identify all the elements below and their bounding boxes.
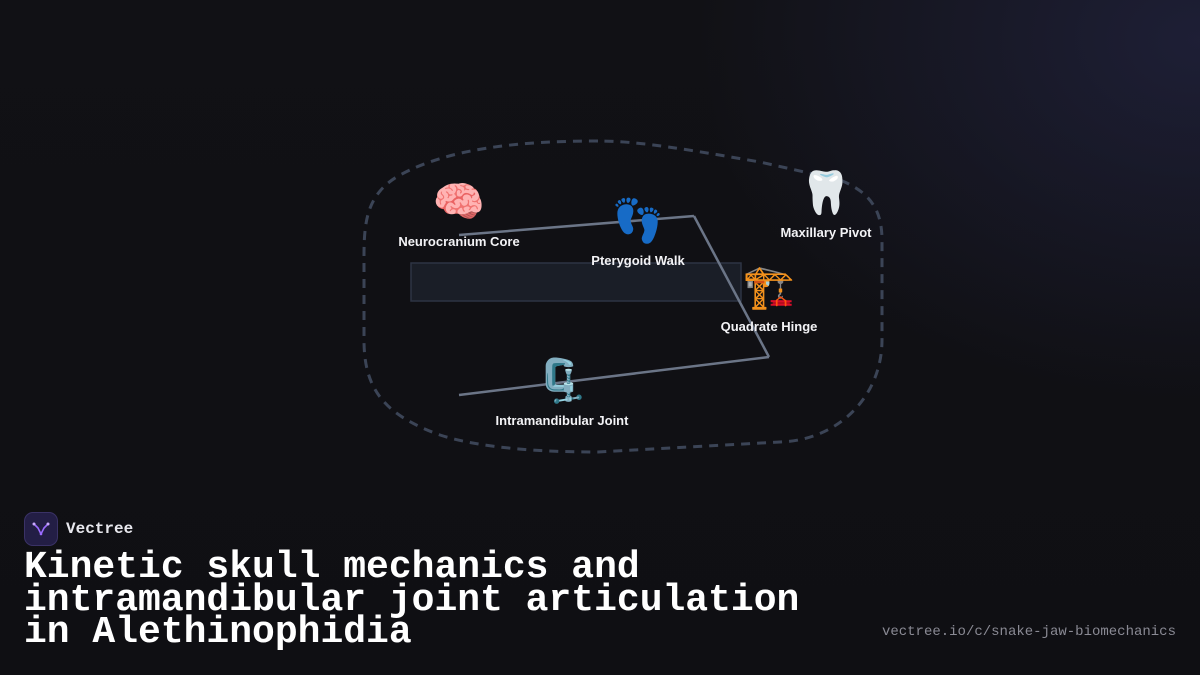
footprints-icon: 👣 bbox=[611, 196, 665, 245]
node-neurocranium-core[interactable]: 🧠 Neurocranium Core bbox=[398, 177, 520, 250]
node-intramandibular-joint[interactable]: 🗜️ Intramandibular Joint bbox=[495, 356, 629, 429]
tooth-icon: 🦷 bbox=[799, 168, 853, 217]
node-label: Intramandibular Joint bbox=[495, 413, 629, 428]
source-url[interactable]: vectree.io/c/snake-jaw-biomechanics bbox=[881, 624, 1176, 640]
background-panel bbox=[410, 262, 742, 302]
crane-icon: 🏗️ bbox=[742, 262, 796, 311]
node-pterygoid-walk[interactable]: 👣 Pterygoid Walk bbox=[591, 196, 685, 269]
clamp-icon: 🗜️ bbox=[535, 356, 589, 405]
node-maxillary-pivot[interactable]: 🦷 Maxillary Pivot bbox=[780, 168, 872, 241]
edge-neurocranium-pterygoid bbox=[458, 214, 695, 237]
node-label: Pterygoid Walk bbox=[591, 253, 685, 268]
node-quadrate-hinge[interactable]: 🏗️ Quadrate Hinge bbox=[720, 262, 818, 335]
page-title: Kinetic skull mechanics and intramandibu… bbox=[24, 546, 800, 654]
edge-pterygoid-quadrate bbox=[692, 215, 771, 358]
node-label: Quadrate Hinge bbox=[720, 319, 818, 334]
group-boundary bbox=[362, 139, 884, 454]
brand[interactable]: Vectree bbox=[24, 512, 133, 546]
node-label: Maxillary Pivot bbox=[780, 225, 872, 240]
brand-name: Vectree bbox=[66, 520, 134, 538]
node-label: Neurocranium Core bbox=[398, 234, 520, 249]
vectree-logo-icon bbox=[24, 512, 58, 546]
brain-icon: 🧠 bbox=[432, 177, 486, 226]
edge-quadrate-intramandibular bbox=[458, 355, 770, 397]
